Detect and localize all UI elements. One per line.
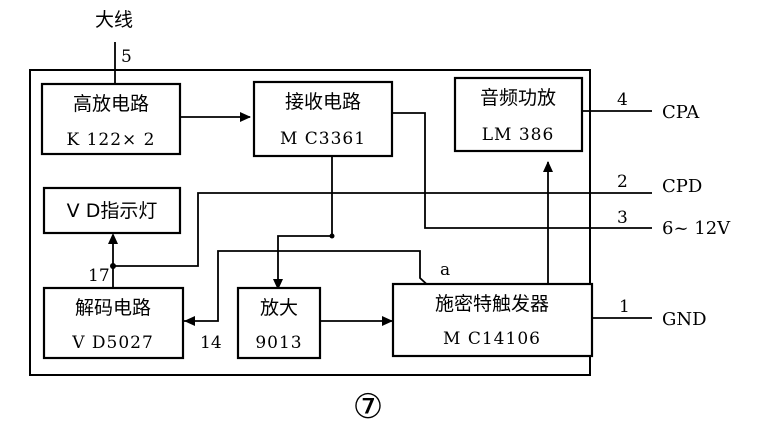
pin-14-label: 14 bbox=[200, 333, 222, 353]
block-audio-amp: 音频功放 LM 386 bbox=[453, 76, 584, 153]
junction-receiver bbox=[329, 233, 335, 239]
block-vd-indicator-box bbox=[42, 186, 182, 235]
pin-3-label: 3 bbox=[617, 208, 628, 228]
wire-trigger-decoder bbox=[183, 250, 434, 322]
terminal-supply: 6~ 12V bbox=[662, 218, 731, 239]
block-schmitt-trigger-box bbox=[391, 282, 594, 358]
pin-5-label: 5 bbox=[121, 47, 132, 67]
block-amplifier: 放大 9013 bbox=[236, 286, 322, 360]
block-receiver-box bbox=[252, 80, 394, 158]
block-vd-indicator: V D指示灯 bbox=[42, 186, 182, 235]
antenna-label: 大线 bbox=[95, 9, 133, 31]
arrow-to-decoder bbox=[184, 316, 195, 326]
junction-17 bbox=[110, 263, 116, 269]
block-amplifier-part: 9013 bbox=[255, 333, 302, 353]
block-receiver: 接收电路 M C3361 bbox=[252, 80, 394, 158]
terminal-cpd: CPD bbox=[662, 176, 702, 197]
block-hf-amp: 高放电路 K 122× 2 bbox=[40, 82, 182, 156]
module-outline bbox=[29, 69, 591, 376]
arrow-to-amp bbox=[273, 279, 283, 290]
pin-17-label: 17 bbox=[88, 266, 110, 286]
terminal-gnd: GND bbox=[662, 309, 707, 330]
block-amplifier-box bbox=[236, 286, 322, 360]
block-receiver-part: M C3361 bbox=[280, 129, 366, 149]
pin-4-label: 4 bbox=[617, 90, 628, 110]
block-vd-indicator-name: V D指示灯 bbox=[67, 200, 158, 222]
wire-cpd-17 bbox=[113, 192, 652, 267]
block-schmitt-trigger-part: M C14106 bbox=[443, 329, 541, 349]
block-receiver-name: 接收电路 bbox=[285, 91, 361, 113]
block-hf-amp-part: K 122× 2 bbox=[66, 130, 155, 150]
block-hf-amp-name: 高放电路 bbox=[73, 93, 149, 115]
block-decoder: 解码电路 V D5027 bbox=[42, 286, 185, 360]
terminal-cpa: CPA bbox=[662, 102, 700, 123]
block-decoder-part: V D5027 bbox=[71, 333, 154, 353]
wire-supply-3 bbox=[392, 112, 652, 229]
block-hf-amp-box bbox=[40, 82, 182, 156]
arrow-to-led bbox=[108, 233, 118, 244]
block-audio-amp-name: 音频功放 bbox=[480, 87, 556, 109]
pin-1-label: 1 bbox=[619, 297, 630, 317]
pin-2-label: 2 bbox=[617, 172, 628, 192]
node-a-label: a bbox=[440, 260, 450, 280]
arrow-to-trigger bbox=[382, 316, 393, 326]
arrow-to-receiver bbox=[240, 112, 251, 122]
block-audio-amp-box bbox=[453, 76, 584, 153]
figure-number: ⑦ bbox=[353, 387, 383, 427]
block-audio-amp-part: LM 386 bbox=[482, 125, 555, 145]
wiring bbox=[112, 42, 652, 322]
block-amplifier-name: 放大 bbox=[260, 297, 298, 319]
block-schmitt-trigger-name: 施密特触发器 bbox=[435, 293, 549, 315]
arrows bbox=[108, 112, 553, 326]
block-decoder-box bbox=[42, 286, 185, 360]
arrow-to-audio bbox=[543, 161, 553, 172]
block-schmitt-trigger: 施密特触发器 M C14106 bbox=[391, 282, 594, 358]
wire-receiver-amp bbox=[277, 156, 333, 288]
block-decoder-name: 解码电路 bbox=[75, 297, 151, 319]
